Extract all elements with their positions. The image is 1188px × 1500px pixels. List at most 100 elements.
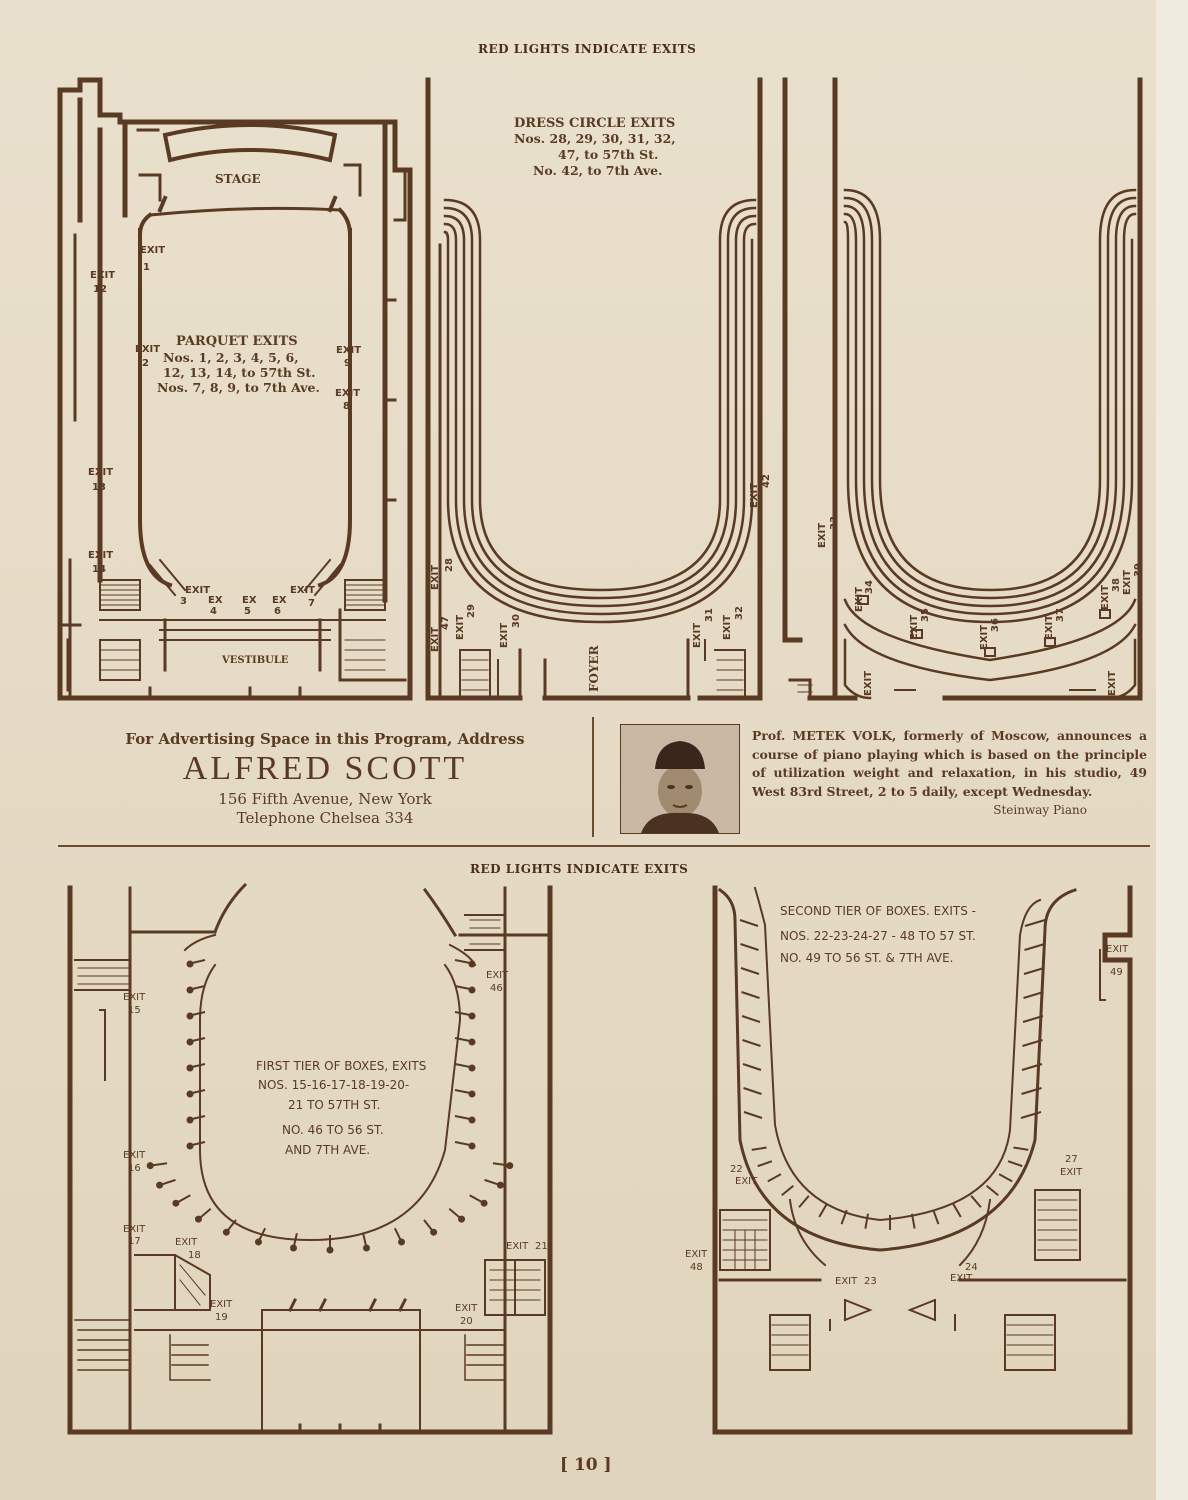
box-seat	[468, 960, 476, 968]
portrait-photo	[620, 724, 740, 834]
exit-label: EXIT	[210, 1299, 233, 1310]
exit-number: 23	[864, 1276, 877, 1287]
box-seat	[186, 1116, 194, 1124]
exit-abbrev: EX	[242, 595, 257, 606]
parquet-line1: Nos. 1, 2, 3, 4, 5, 6,	[163, 350, 299, 365]
foyer-label: FOYER	[587, 644, 601, 692]
dress-circle-line1: Nos. 28, 29, 30, 31, 32,	[514, 131, 676, 146]
ad-street: 156 Fifth Avenue, New York	[218, 790, 432, 808]
dress-circle-rows	[443, 198, 757, 624]
volk-announcement: Prof. METEK VOLK, formerly of Moscow, an…	[752, 727, 1147, 820]
box-seat	[398, 1238, 406, 1246]
exit-label: EXIT	[336, 345, 361, 356]
header-top: RED LIGHTS INDICATE EXITS	[478, 42, 697, 56]
box-partition	[1007, 1160, 1023, 1168]
exit-abbrev: EX	[272, 595, 287, 606]
ad-name: ALFRED SCOTT	[182, 750, 468, 787]
stage-label: STAGE	[215, 172, 261, 186]
box-seat	[186, 1064, 194, 1072]
parquet-title: PARQUET EXITS	[176, 334, 298, 349]
exit-number: 14	[92, 564, 106, 575]
exit-number: 48	[690, 1262, 703, 1273]
box-partition	[741, 991, 760, 999]
box-partition	[970, 1195, 982, 1208]
box-partition	[454, 1011, 471, 1016]
first-tier-line3: 21 TO 57TH ST.	[288, 1098, 380, 1112]
exit-label: EXIT	[486, 970, 509, 981]
second-tier-plan	[712, 885, 1133, 1435]
box-seat	[146, 1162, 154, 1170]
box-partition	[191, 1011, 206, 1016]
box-seat	[468, 1142, 476, 1150]
box-partition	[454, 985, 471, 990]
exit-label: EXIT	[979, 625, 990, 650]
box-seat	[480, 1199, 488, 1207]
first-tier-line4: NO. 46 TO 56 ST.	[282, 1123, 384, 1137]
box-partition	[191, 985, 206, 990]
exit-label: EXIT	[430, 627, 441, 652]
box-seat	[186, 1038, 194, 1046]
box-seat	[468, 1090, 476, 1098]
box-partition	[742, 1039, 761, 1047]
box-partition	[454, 1037, 471, 1042]
dress-circle-line2: 47, to 57th St.	[558, 147, 658, 162]
box-partition	[985, 1184, 999, 1197]
exit-number: 30	[511, 614, 522, 628]
exit-label: EXIT	[950, 1273, 973, 1284]
exit-number: 12	[93, 284, 107, 295]
exit-label: EXIT	[499, 623, 510, 648]
exit-number: 36	[990, 618, 1001, 632]
exit-label: EXIT	[455, 1303, 478, 1314]
box-seat	[156, 1181, 164, 1189]
box-partition	[454, 1141, 471, 1146]
exit-number: 37	[1055, 608, 1066, 622]
exit-label: EXIT	[123, 1224, 146, 1235]
vestibule-label: VESTIBULE	[221, 655, 289, 666]
exit-label: EXIT	[854, 587, 865, 612]
box-seat	[468, 1012, 476, 1020]
exit-label: EXIT	[140, 245, 165, 256]
exit-label: EXIT	[88, 467, 113, 478]
exit-label: EXIT	[1100, 585, 1111, 610]
box-seat	[506, 1162, 514, 1170]
second-tier-boxes	[739, 919, 1046, 1230]
exit-number: 16	[128, 1163, 141, 1174]
box-partition	[818, 1203, 828, 1218]
box-seat	[458, 1215, 466, 1223]
box-partition	[739, 919, 759, 927]
exit-label: EXIT	[1044, 615, 1055, 640]
exit-number: 15	[128, 1005, 141, 1016]
exit-label: EXIT	[90, 270, 115, 281]
exit-number: 31	[704, 608, 715, 622]
exit-label: EXIT	[685, 1249, 708, 1260]
box-seat	[468, 986, 476, 994]
second-tier-line2: NOS. 22-23-24-27 - 48 TO 57 ST.	[780, 929, 976, 943]
box-partition	[840, 1209, 848, 1225]
box-partition	[910, 1213, 916, 1229]
box-partition	[454, 1115, 471, 1120]
box-seat	[186, 1012, 194, 1020]
section-divider	[58, 845, 1150, 847]
box-partition	[740, 943, 759, 951]
first-tier-boxes	[146, 959, 514, 1254]
exit-number: 9	[344, 358, 351, 369]
exit-label: EXIT	[692, 623, 703, 648]
box-seat	[430, 1228, 438, 1236]
box-partition	[1024, 943, 1045, 951]
exit-label: EXIT	[1107, 671, 1118, 696]
exit-number: 33	[829, 516, 840, 530]
exit-number: 21	[535, 1241, 548, 1252]
exit-number: 34	[864, 580, 875, 594]
box-seat	[289, 1244, 297, 1252]
first-tier-line1: FIRST TIER OF BOXES, EXITS	[256, 1059, 426, 1073]
box-seat	[186, 1142, 194, 1150]
box-seat	[468, 1064, 476, 1072]
parquet-plan	[57, 77, 413, 701]
exit-number: 6	[274, 606, 281, 617]
box-seat	[468, 1116, 476, 1124]
exit-label: EXIT	[1060, 1167, 1083, 1178]
box-partition	[1021, 1063, 1043, 1071]
exit-number: 22	[730, 1164, 743, 1175]
exit-label: EXIT	[290, 585, 315, 596]
box-seat	[363, 1244, 371, 1252]
